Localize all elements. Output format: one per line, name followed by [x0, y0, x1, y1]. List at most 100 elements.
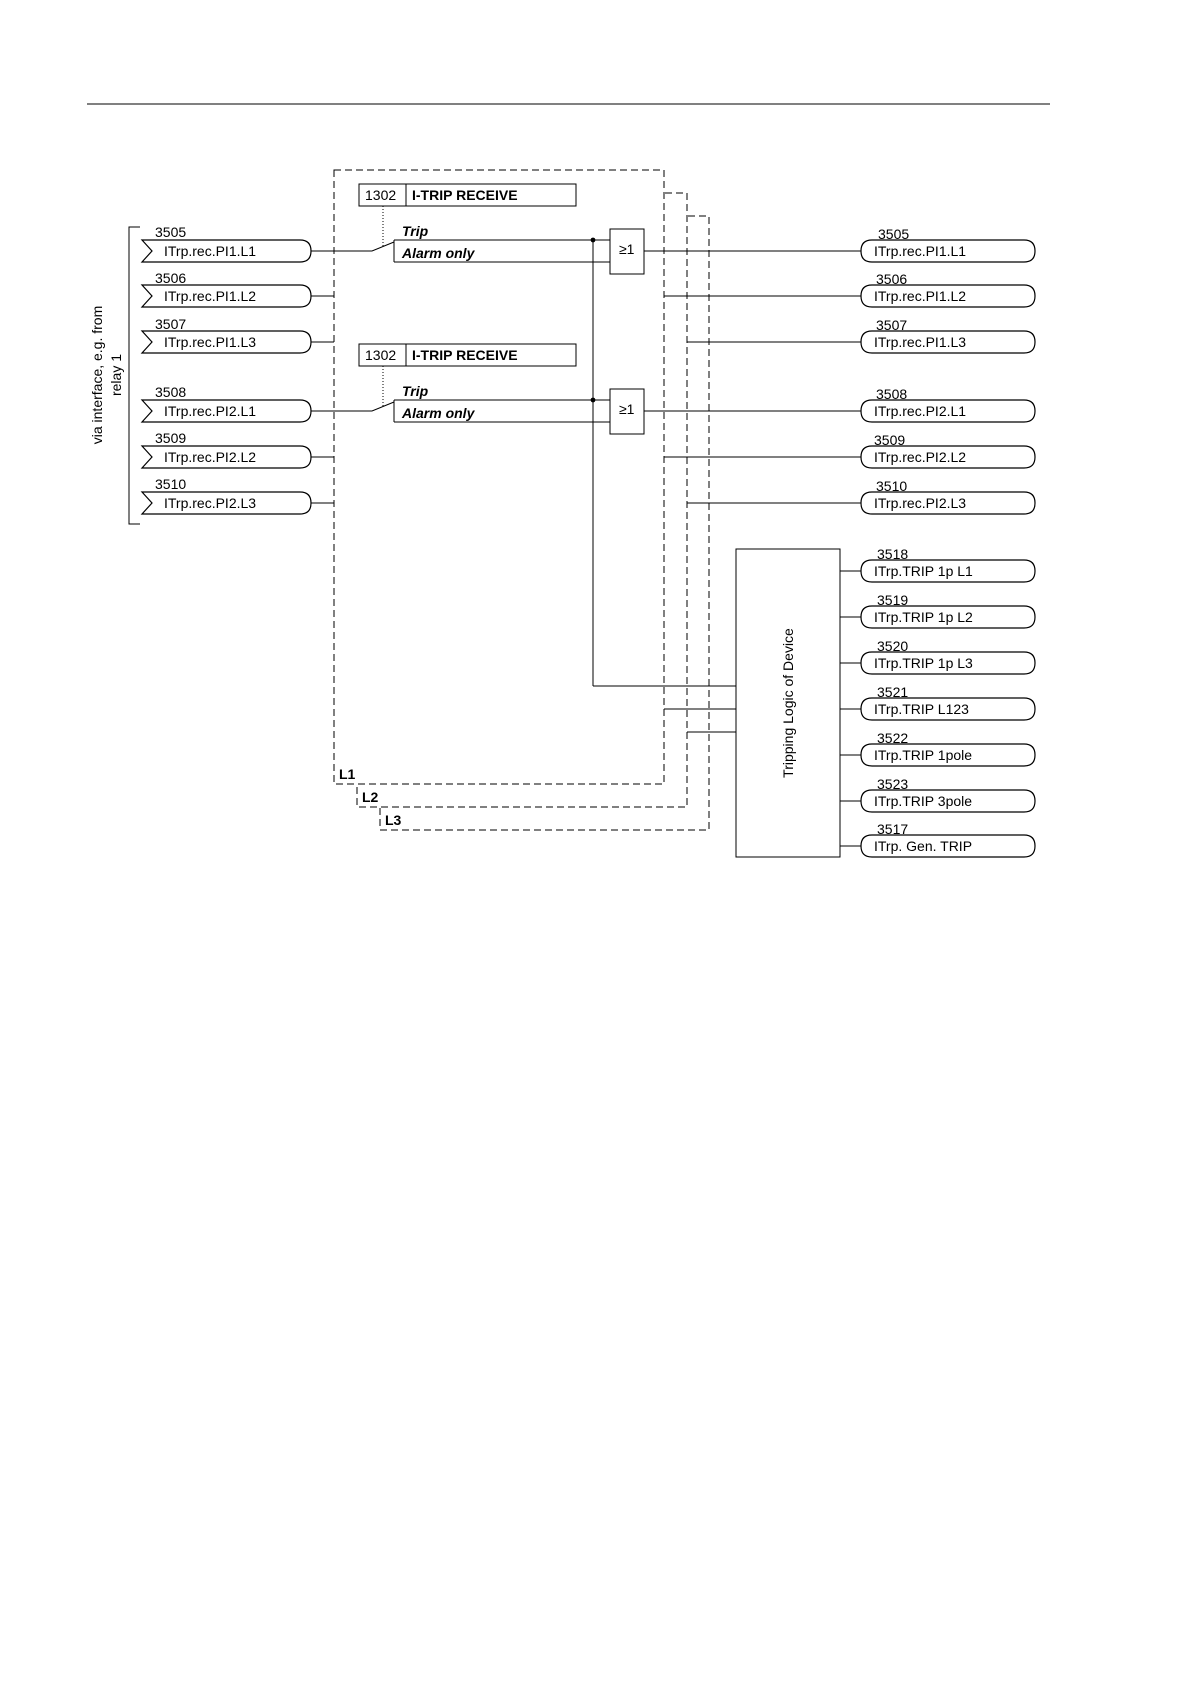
- trip-output-3521: 3521 ITrp.TRIP L123: [860, 684, 1036, 721]
- selector-switch: [311, 401, 395, 412]
- setting-name: I-TRIP RECEIVE: [412, 347, 518, 363]
- input-name: ITrp.rec.PI2.L2: [164, 449, 256, 465]
- option-trip-label: Trip: [402, 223, 429, 239]
- output-number: 3506: [876, 271, 907, 287]
- output-symbol: [860, 284, 1036, 308]
- input-number: 3506: [155, 270, 186, 286]
- option-alarm-label: Alarm only: [401, 245, 476, 261]
- output-number: 3521: [877, 684, 908, 700]
- output-name: ITrp.TRIP 1pole: [874, 747, 972, 763]
- output-signal-3509: 3509 ITrp.rec.PI2.L2: [860, 432, 1036, 469]
- input-number: 3509: [155, 430, 186, 446]
- output-number: 3509: [874, 432, 905, 448]
- option-alarm-label: Alarm only: [401, 405, 476, 421]
- output-name: ITrp.TRIP 3pole: [874, 793, 972, 809]
- output-name: ITrp.rec.PI2.L1: [874, 403, 966, 419]
- gate-symbol: ≥1: [619, 401, 635, 417]
- output-symbol: [860, 789, 1036, 813]
- input-name: ITrp.rec.PI1.L1: [164, 243, 256, 259]
- input-name: ITrp.rec.PI2.L1: [164, 403, 256, 419]
- trip-output-3519: 3519 ITrp.TRIP 1p L2: [860, 592, 1036, 629]
- input-name: ITrp.rec.PI1.L2: [164, 288, 256, 304]
- output-number: 3505: [878, 226, 909, 242]
- output-symbol: [860, 651, 1036, 675]
- output-name: ITrp.rec.PI2.L2: [874, 449, 966, 465]
- setting-address: 1302: [365, 347, 396, 363]
- output-signal-3507: 3507 ITrp.rec.PI1.L3: [860, 317, 1036, 354]
- output-number: 3510: [876, 478, 907, 494]
- output-number: 3508: [876, 386, 907, 402]
- or-gate-1: ≥1: [609, 228, 645, 275]
- output-symbol: [860, 330, 1036, 354]
- phase-label-l3: L3: [385, 812, 402, 828]
- junction-dot: [590, 237, 596, 243]
- side-label-line1: via interface, e.g. from: [89, 306, 105, 445]
- input-name: ITrp.rec.PI1.L3: [164, 334, 256, 350]
- trip-output-3520: 3520 ITrp.TRIP 1p L3: [860, 638, 1036, 675]
- output-symbol: [860, 491, 1036, 515]
- input-number: 3507: [155, 316, 186, 332]
- output-number: 3507: [876, 317, 907, 333]
- gate-symbol: ≥1: [619, 241, 635, 257]
- trip-output-3523: 3523 ITrp.TRIP 3pole: [860, 776, 1036, 813]
- output-signal-3506: 3506 ITrp.rec.PI1.L2: [860, 271, 1036, 308]
- output-symbol: [860, 605, 1036, 629]
- input-signal-3505: 3505 ITrp.rec.PI1.L1: [140, 224, 312, 263]
- output-name: ITrp.TRIP 1p L2: [874, 609, 973, 625]
- output-number: 3522: [877, 730, 908, 746]
- output-symbol: [860, 559, 1036, 583]
- output-symbol: [860, 239, 1036, 263]
- output-symbol: [860, 743, 1036, 767]
- output-name: ITrp.rec.PI1.L2: [874, 288, 966, 304]
- output-symbol: [860, 697, 1036, 721]
- output-signal-3510: 3510 ITrp.rec.PI2.L3: [860, 478, 1036, 515]
- output-name: ITrp.rec.PI1.L1: [874, 243, 966, 259]
- output-name: ITrp.TRIP L123: [874, 701, 969, 717]
- output-number: 3519: [877, 592, 908, 608]
- setting-block-2: 1302 I-TRIP RECEIVE Trip Alarm only: [311, 343, 610, 423]
- tripping-logic-label: Tripping Logic of Device: [780, 628, 796, 778]
- setting-box: [358, 343, 577, 367]
- output-number: 3518: [877, 546, 908, 562]
- output-name: ITrp.rec.PI2.L3: [874, 495, 966, 511]
- input-signal-3508: 3508 ITrp.rec.PI2.L1: [140, 384, 312, 423]
- selector-switch: [311, 241, 395, 252]
- side-label-line2: relay 1: [108, 354, 124, 396]
- setting-block-1: 1302 I-TRIP RECEIVE Trip Alarm only: [311, 183, 610, 263]
- output-name: ITrp.rec.PI1.L3: [874, 334, 966, 350]
- output-symbol: [860, 834, 1036, 858]
- output-number: 3517: [877, 821, 908, 837]
- trip-output-3518: 3518 ITrp.TRIP 1p L1: [860, 546, 1036, 583]
- option-trip-label: Trip: [402, 383, 429, 399]
- output-signal-3505: 3505 ITrp.rec.PI1.L1: [860, 226, 1036, 263]
- input-number: 3505: [155, 224, 186, 240]
- phase-label-l1: L1: [339, 766, 356, 782]
- input-signal-3507: 3507 ITrp.rec.PI1.L3: [140, 316, 312, 354]
- input-signal-3506: 3506 ITrp.rec.PI1.L2: [140, 270, 312, 308]
- setting-name: I-TRIP RECEIVE: [412, 187, 518, 203]
- input-signal-3509: 3509 ITrp.rec.PI2.L2: [140, 430, 312, 469]
- output-signal-3508: 3508 ITrp.rec.PI2.L1: [860, 386, 1036, 423]
- setting-box: [358, 183, 577, 207]
- trip-output-3517: 3517 ITrp. Gen. TRIP: [860, 821, 1036, 858]
- output-symbol: [860, 445, 1036, 469]
- output-number: 3520: [877, 638, 908, 654]
- phase-frame-l1: [333, 169, 665, 785]
- gate-box: [609, 228, 645, 275]
- phase-label-l2: L2: [362, 789, 379, 805]
- output-name: ITrp.TRIP 1p L3: [874, 655, 973, 671]
- or-gate-2: ≥1: [609, 388, 645, 435]
- input-signal-3510: 3510 ITrp.rec.PI2.L3: [140, 476, 312, 515]
- trip-output-3522: 3522 ITrp.TRIP 1pole: [860, 730, 1036, 767]
- input-number: 3510: [155, 476, 186, 492]
- setting-address: 1302: [365, 187, 396, 203]
- output-name: ITrp.TRIP 1p L1: [874, 563, 973, 579]
- junction-dot: [590, 397, 596, 403]
- gate-box: [609, 388, 645, 435]
- output-number: 3523: [877, 776, 908, 792]
- output-name: ITrp. Gen. TRIP: [874, 838, 972, 854]
- input-number: 3508: [155, 384, 186, 400]
- output-symbol: [860, 399, 1036, 423]
- tripping-logic-block: [735, 548, 841, 858]
- input-name: ITrp.rec.PI2.L3: [164, 495, 256, 511]
